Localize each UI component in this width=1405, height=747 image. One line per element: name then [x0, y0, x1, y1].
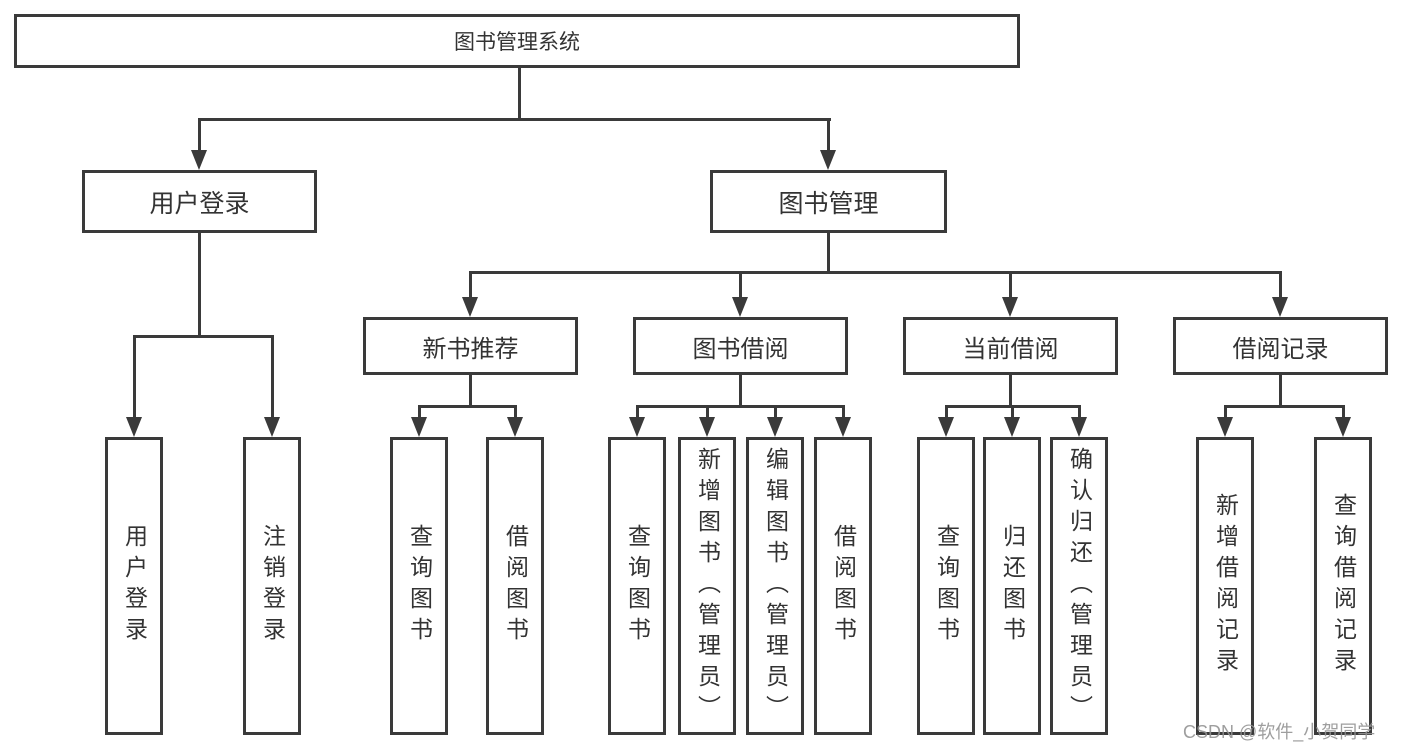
leaf-label: 借阅图书 [502, 524, 529, 648]
node-label: 图书管理系统 [454, 31, 580, 54]
connector-line [469, 271, 472, 299]
leaf-label: 用户登录 [121, 524, 148, 648]
arrowhead [1002, 297, 1018, 317]
connector-line [1009, 375, 1012, 407]
leaf-add-borrow-record: 新增借阅记录 [1196, 437, 1254, 735]
leaf-add-book-admin: 新增图书（管理员） [678, 437, 736, 735]
node-label: 图书管理 [778, 189, 879, 218]
leaf-query-borrow-record: 查询借阅记录 [1314, 437, 1372, 735]
arrowhead [767, 417, 783, 437]
arrowhead [411, 417, 427, 437]
leaf-label: 注销登录 [259, 524, 286, 648]
connector-line [469, 271, 1282, 274]
arrowhead [462, 297, 478, 317]
leaf-label: 查询图书 [406, 524, 433, 648]
connector-line [827, 118, 830, 152]
leaf-label: 查询借阅记录 [1330, 493, 1357, 679]
arrowhead [126, 417, 142, 437]
arrowhead [1335, 417, 1351, 437]
node-borrow-records: 借阅记录 [1173, 317, 1388, 375]
connector-line [418, 405, 421, 419]
leaf-borrow-book: 借阅图书 [814, 437, 872, 735]
leaf-label: 归还图书 [999, 524, 1026, 648]
connector-line [198, 118, 201, 152]
connector-line [842, 405, 845, 419]
leaf-logout: 注销登录 [243, 437, 301, 735]
connector-line [827, 233, 830, 273]
connector-line [198, 233, 201, 336]
node-label: 借阅记录 [1232, 335, 1329, 363]
leaf-label: 编辑图书（管理员） [762, 446, 789, 726]
connector-line [1279, 375, 1282, 407]
node-label: 用户登录 [149, 189, 250, 218]
connector-line [198, 118, 831, 121]
connector-line [133, 335, 274, 338]
leaf-return-book: 归还图书 [983, 437, 1041, 735]
connector-line [518, 68, 521, 118]
connector-line [514, 405, 517, 419]
arrowhead [1217, 417, 1233, 437]
leaf-user-login: 用户登录 [105, 437, 163, 735]
connector-line [1224, 405, 1227, 419]
leaf-borrow-book-recommend: 借阅图书 [486, 437, 544, 735]
connector-line [1011, 405, 1014, 419]
arrowhead [732, 297, 748, 317]
connector-line [133, 335, 136, 419]
node-current-borrow: 当前借阅 [903, 317, 1118, 375]
arrowhead [507, 417, 523, 437]
leaf-label: 借阅图书 [830, 524, 857, 648]
leaf-label: 确认归还（管理员） [1066, 446, 1093, 726]
arrowhead [835, 417, 851, 437]
connector-line [774, 405, 777, 419]
connector-line [706, 405, 709, 419]
node-library-management-system: 图书管理系统 [14, 14, 1020, 68]
leaf-label: 新增图书（管理员） [694, 446, 721, 726]
connector-line [1342, 405, 1345, 419]
node-book-management: 图书管理 [710, 170, 947, 233]
connector-line [1078, 405, 1081, 419]
connector-line [636, 405, 639, 419]
connector-line [418, 405, 517, 408]
leaf-query-book-recommend: 查询图书 [390, 437, 448, 735]
connector-line [469, 375, 472, 407]
connector-line [1009, 271, 1012, 299]
arrowhead [699, 417, 715, 437]
connector-line [739, 271, 742, 299]
leaf-edit-book-admin: 编辑图书（管理员） [746, 437, 804, 735]
arrowhead [1071, 417, 1087, 437]
connector-line [1279, 271, 1282, 299]
connector-line [739, 375, 742, 407]
node-label: 图书借阅 [692, 335, 789, 363]
arrowhead [629, 417, 645, 437]
connector-line [271, 335, 274, 419]
arrowhead [1004, 417, 1020, 437]
csdn-watermark: CSDN @软件_小贺同学 [1183, 722, 1376, 742]
node-new-book-recommend: 新书推荐 [363, 317, 578, 375]
arrowhead [820, 150, 836, 170]
arrowhead [1272, 297, 1288, 317]
arrowhead [264, 417, 280, 437]
leaf-confirm-return-admin: 确认归还（管理员） [1050, 437, 1108, 735]
leaf-label: 查询图书 [933, 524, 960, 648]
node-label: 新书推荐 [422, 335, 519, 363]
connector-line [945, 405, 948, 419]
connector-line [1224, 405, 1345, 408]
arrowhead [938, 417, 954, 437]
leaf-query-book-current: 查询图书 [917, 437, 975, 735]
leaf-query-book-borrow: 查询图书 [608, 437, 666, 735]
leaf-label: 查询图书 [624, 524, 651, 648]
node-book-borrow: 图书借阅 [633, 317, 848, 375]
leaf-label: 新增借阅记录 [1212, 493, 1239, 679]
connector-line [636, 405, 845, 408]
node-label: 当前借阅 [962, 335, 1059, 363]
node-user-login: 用户登录 [82, 170, 317, 233]
arrowhead [191, 150, 207, 170]
